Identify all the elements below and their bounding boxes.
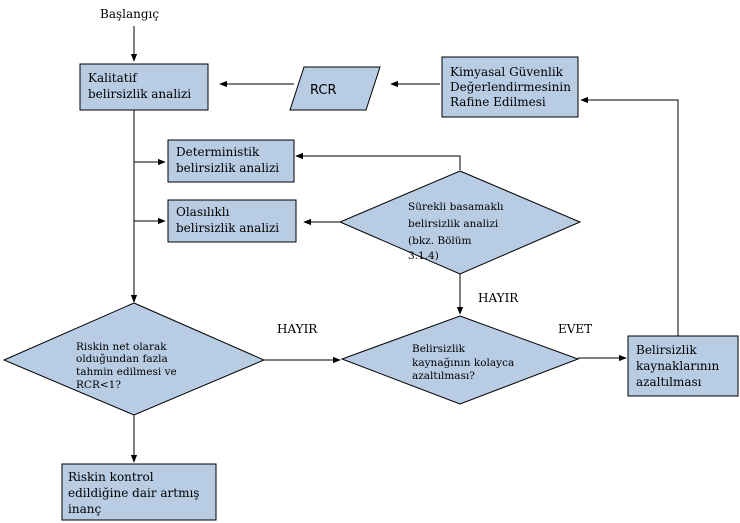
start-label: Başlangıç [100, 7, 159, 21]
node-reduce-line-2: kaynaklarının [636, 359, 719, 373]
node-reduce-sources: Belirsizlik kaynaklarının azaltılması [627, 335, 739, 397]
node-risk-decision: Riskin net olarak olduğundan fazla tahmi… [2, 302, 266, 416]
node-probabilistic-line-2: belirsizlik analizi [176, 221, 279, 235]
node-confidence-line-1: Riskin kontrol [68, 470, 154, 484]
node-reduce-line-1: Belirsizlik [636, 343, 697, 357]
svg-text:Belirsizlik kaynaklarını: Belirsizlik kaynaklarının azaltılması [636, 343, 723, 389]
node-qualitative-analysis: Kalitatif belirsizlik analizi [79, 63, 209, 111]
edge-tiered-to-deterministic [295, 152, 461, 170]
node-source-line-1: Belirsizlik [412, 343, 466, 355]
node-refine-assessment: Kimyasal Güvenlik Değerlendirmesinin Raf… [441, 56, 579, 118]
edge-label-yes: EVET [558, 322, 592, 336]
svg-text:Olasılıklı belirsizlik a: Olasılıklı belirsizlik analizi [176, 205, 279, 235]
node-tiered-line-3: (bkz. Bölüm [408, 235, 472, 247]
node-deterministic-analysis: Deterministik belirsizlik analizi [167, 139, 295, 183]
node-refine-line-2: Değerlendirmesinin [450, 80, 571, 94]
node-tiered-analysis: Sürekli basamaklı belirsizlik analizi (b… [338, 170, 582, 275]
node-qualitative-line-1: Kalitatif [88, 71, 138, 85]
svg-text:Deterministik belirsizli: Deterministik belirsizlik analizi [176, 145, 279, 175]
node-probabilistic-line-1: Olasılıklı [176, 205, 230, 219]
node-deterministic-line-2: belirsizlik analizi [176, 161, 279, 175]
edge-label-no-1: HAYIR [277, 322, 318, 336]
node-source-decision: Belirsizlik kaynağının kolayca azaltılma… [340, 315, 580, 405]
svg-text:Kimyasal Güvenlik Değerl: Kimyasal Güvenlik Değerlendirmesinin Raf… [450, 65, 575, 109]
node-risk-line-1: Riskin net olarak [76, 341, 167, 353]
node-risk-line-3: tahmin edilmesi ve [76, 366, 177, 378]
node-deterministic-line-1: Deterministik [176, 145, 260, 159]
node-risk-line-4: RCR<1? [76, 379, 121, 391]
svg-text:Riskin kontrol edildiğin: Riskin kontrol edildiğine dair artmış in… [68, 470, 203, 516]
node-source-line-2: kaynağının kolayca [412, 356, 514, 369]
node-refine-line-3: Rafine Edilmesi [450, 95, 546, 109]
node-tiered-line-1: Sürekli basamaklı [408, 201, 504, 213]
node-reduce-line-3: azaltılması [636, 375, 702, 389]
node-probabilistic-analysis: Olasılıklı belirsizlik analizi [167, 199, 297, 243]
node-confidence-line-2: edildiğine dair artmış [68, 486, 199, 500]
node-rcr-label: RCR [310, 83, 337, 98]
node-confidence-line-3: inanç [68, 502, 101, 516]
node-refine-line-1: Kimyasal Güvenlik [450, 65, 564, 79]
edge-reduce-to-refine [580, 96, 679, 336]
node-rcr: RCR [289, 66, 381, 111]
node-tiered-line-2: belirsizlik analizi [408, 218, 499, 230]
svg-text:Sürekli basamaklı belirs: Sürekli basamaklı belirsizlik analizi (b… [408, 201, 507, 262]
node-qualitative-line-2: belirsizlik analizi [88, 87, 191, 101]
svg-text:Kalitatif belirsizlik an: Kalitatif belirsizlik analizi [88, 71, 191, 101]
node-risk-line-2: olduğundan fazla [76, 352, 168, 365]
node-increased-confidence: Riskin kontrol edildiğine dair artmış in… [61, 463, 217, 521]
node-source-line-3: azaltılması? [412, 370, 475, 382]
svg-text:Belirsizlik kaynağının k: Belirsizlik kaynağının kolayca azaltılma… [412, 343, 518, 382]
edge-label-no-2: HAYIR [478, 291, 519, 305]
connectors [130, 26, 679, 463]
svg-text:Riskin net olarak olduğu: Riskin net olarak olduğundan fazla tahmi… [76, 341, 180, 391]
node-tiered-line-4: 3.1.4) [408, 250, 439, 262]
